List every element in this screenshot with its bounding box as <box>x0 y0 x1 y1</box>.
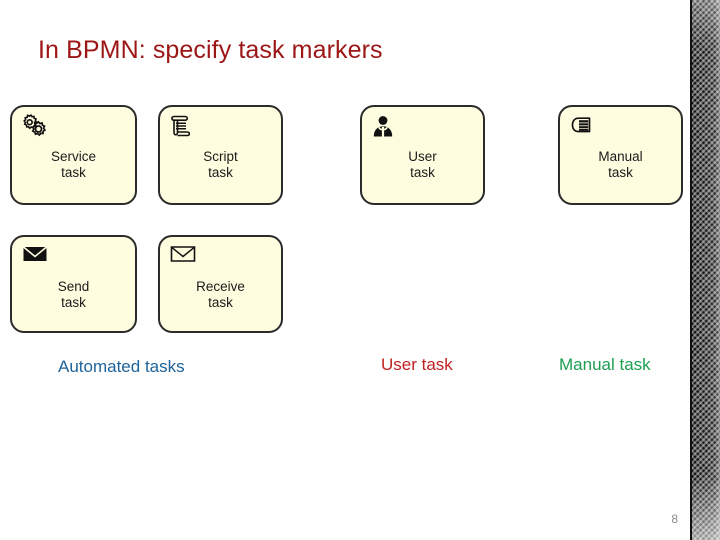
page-number: 8 <box>671 512 678 526</box>
manual-hand-icon <box>567 112 595 140</box>
task-box-user[interactable]: User task <box>360 105 485 205</box>
task-label-script: Script task <box>203 149 238 180</box>
task-box-service[interactable]: Service task <box>10 105 137 205</box>
task-label-receive: Receive task <box>196 279 245 310</box>
task-label-service: Service task <box>50 149 96 180</box>
category-label-automated-tasks: Automated tasks <box>58 357 185 376</box>
task-box-send[interactable]: Send task <box>10 235 137 333</box>
task-box-script[interactable]: Script task <box>158 105 283 205</box>
user-person-icon <box>369 112 397 140</box>
right-decorative-strip <box>692 0 720 540</box>
task-box-manual[interactable]: Manual task <box>558 105 683 205</box>
envelope-filled-icon <box>22 245 48 265</box>
envelope-outline-icon <box>170 245 196 265</box>
right-strip-divider <box>690 0 692 540</box>
script-scroll-icon <box>167 112 195 140</box>
task-label-user: User task <box>408 149 437 180</box>
task-label-send: Send task <box>57 279 90 310</box>
task-box-receive[interactable]: Receive task <box>158 235 283 333</box>
task-label-manual: Manual task <box>598 149 643 180</box>
gear-icon <box>19 112 47 140</box>
category-label-manual-task: Manual task <box>559 355 651 374</box>
page-title: In BPMN: specify task markers <box>38 36 383 64</box>
category-label-user-task: User task <box>381 355 453 374</box>
